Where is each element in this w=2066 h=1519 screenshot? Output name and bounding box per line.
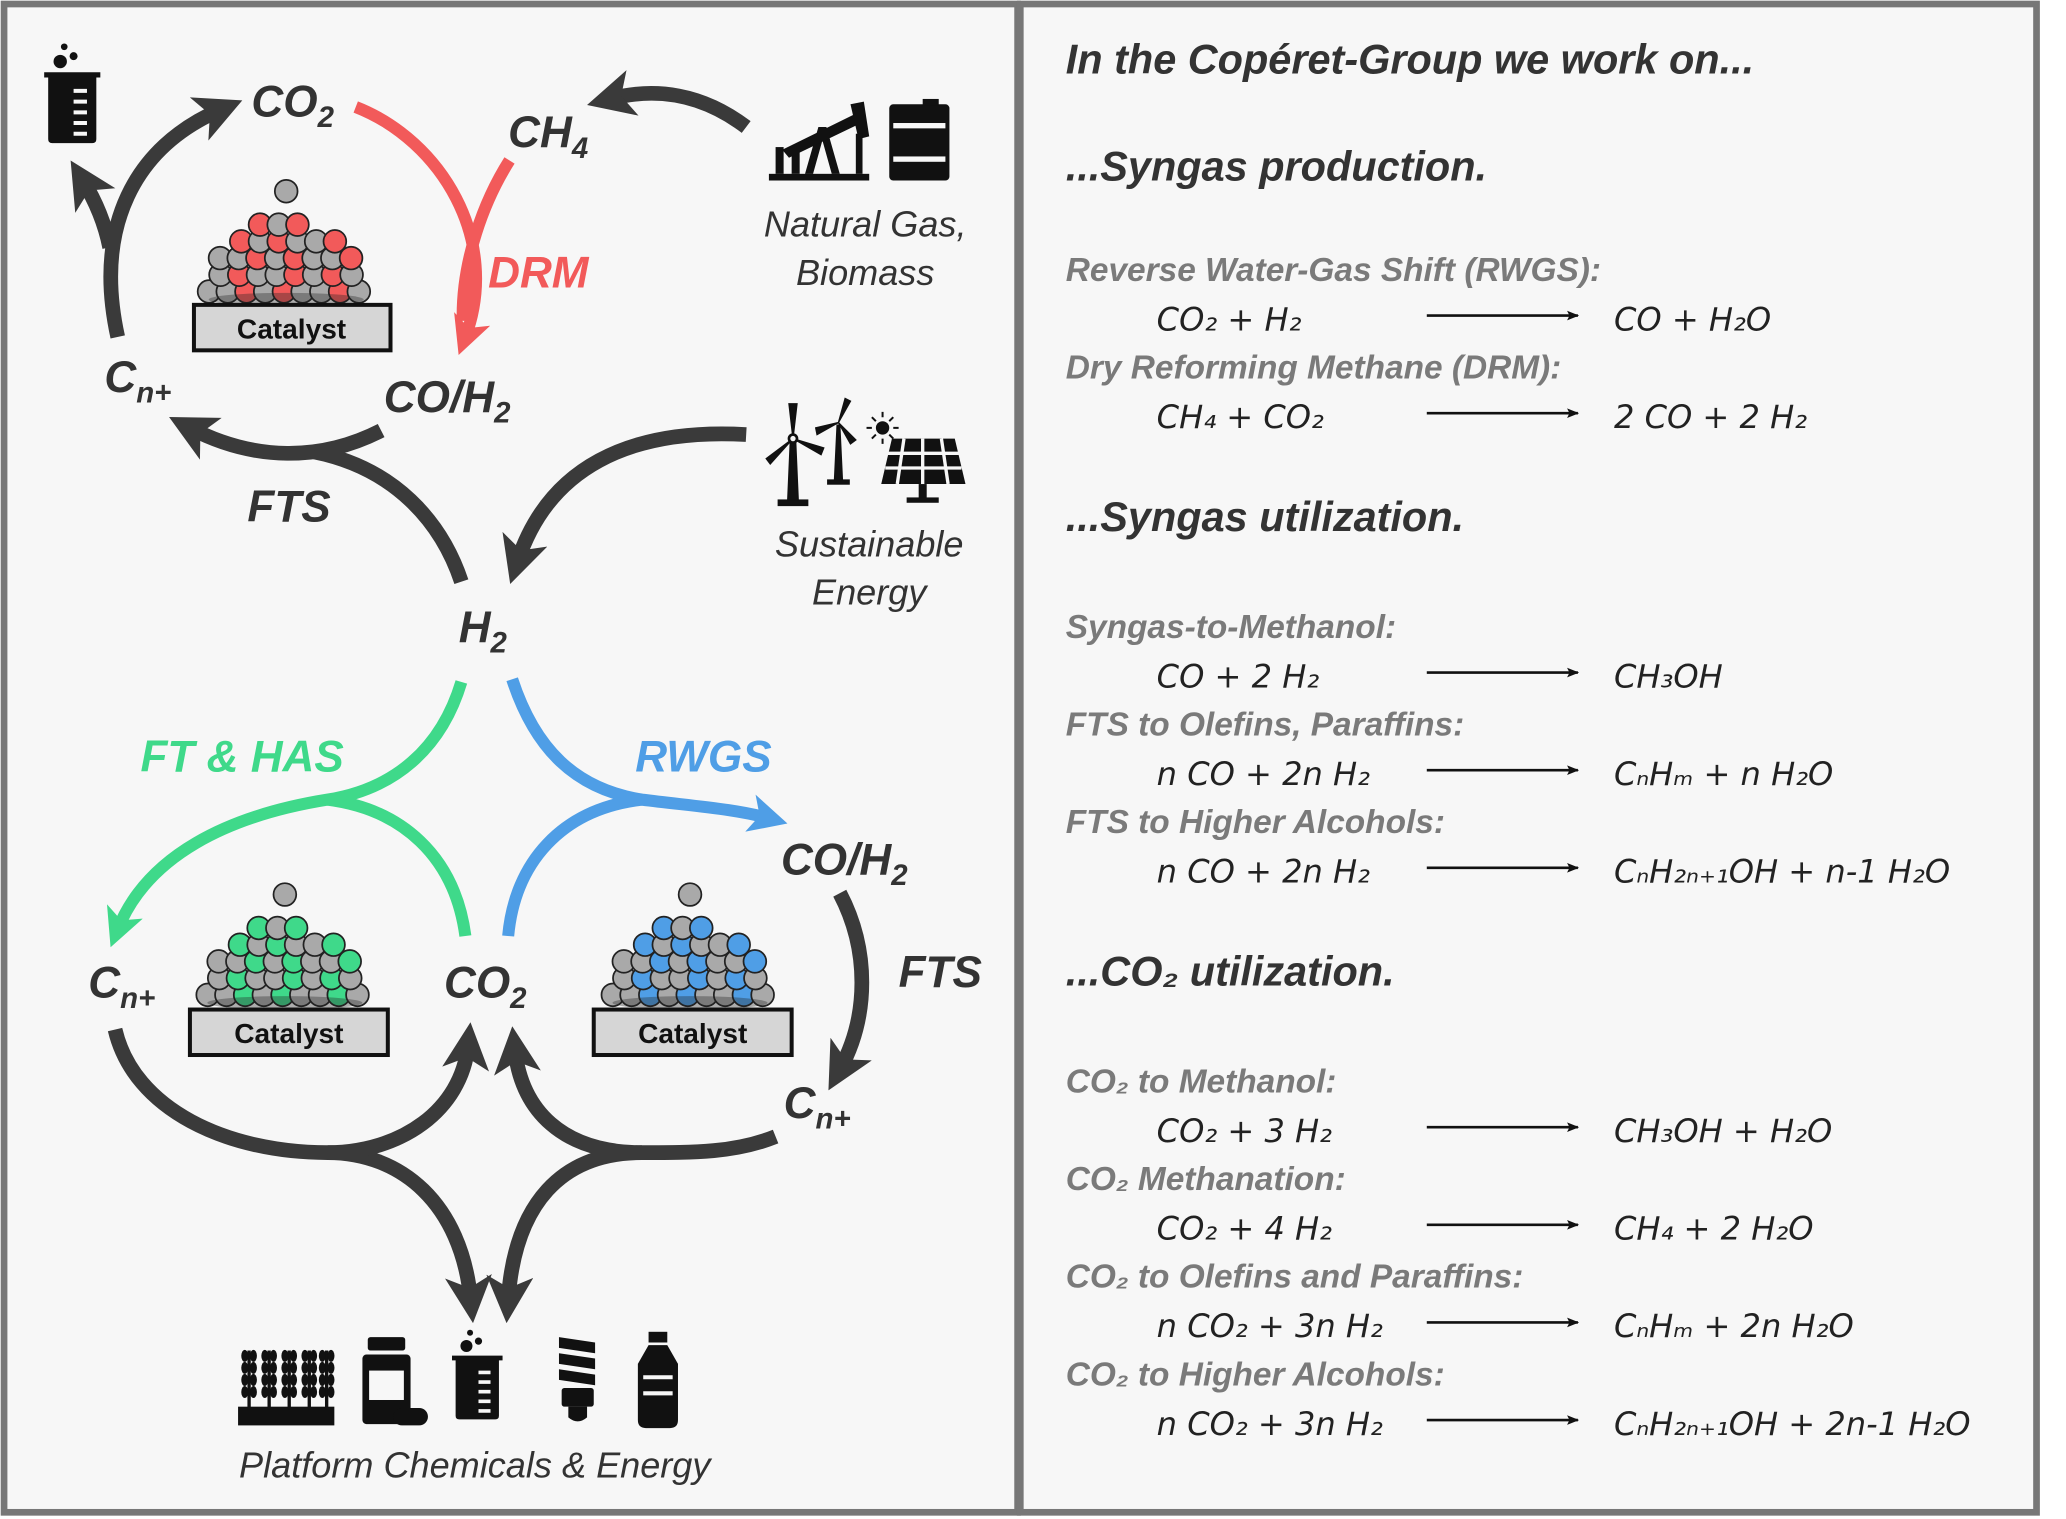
oil-pump-icon	[768, 101, 870, 181]
right-title: In the Copéret-Group we work on...	[1066, 36, 1754, 83]
reaction-products: CH₄ + 2 H₂O	[1614, 1210, 1814, 1248]
biomass-label: Biomass	[796, 252, 934, 293]
cn-left-to-co2-arrow	[327, 1022, 490, 1160]
reaction-reactants: n CO₂ + 3n H₂	[1157, 1405, 1383, 1443]
catalyst-label-blue: Catalyst	[638, 1018, 747, 1049]
co2-label: CO2	[251, 77, 334, 134]
product-arrow	[70, 160, 117, 249]
reaction-name: CO₂ to Olefins and Paraffins:	[1066, 1259, 1524, 1296]
light-bulb-icon	[558, 1337, 596, 1422]
bottom-cycle: FT & HAS RWGS CO/H2 FTS Cn+ Cn+ CO2 Cata…	[88, 677, 982, 1324]
ft-has-arrow	[107, 680, 468, 948]
fts-arrow-top	[169, 417, 385, 461]
reaction-products: CₙH₂ₙ₊₁OH + 2n-1 H₂O	[1614, 1405, 1971, 1443]
natural-gas-label: Natural Gas,	[764, 204, 967, 245]
reaction-reactants: n CO₂ + 3n H₂	[1157, 1307, 1383, 1345]
sources: Natural Gas, Biomass Sustainable Energy	[764, 98, 967, 612]
ch4-label: CH4	[508, 108, 588, 165]
product-icons	[238, 1329, 678, 1429]
reaction-products: CO + H₂O	[1614, 300, 1771, 338]
energy-label: Energy	[812, 571, 928, 612]
section-heading: ...CO₂ utilization.	[1066, 947, 1395, 994]
fts-arrow-bottom	[828, 889, 872, 1091]
reaction-reactants: CO₂ + H₂	[1157, 300, 1302, 338]
fts-label-top: FTS	[247, 482, 330, 531]
reaction-reactants: n CO + 2n H₂	[1157, 853, 1371, 891]
pill-bottle-icon	[362, 1337, 428, 1426]
beaker-icon	[44, 43, 101, 144]
top-cycle: CO2 CH4 DRM CO/H2 Cn+ FTS Catalyst	[70, 70, 751, 585]
section-heading: ...Syngas utilization.	[1066, 493, 1464, 540]
sustainable-energy-arrow	[502, 426, 747, 584]
coh2-label-top: CO/H2	[384, 373, 511, 430]
cn-right-to-co2-arrow	[494, 1026, 642, 1160]
reaction-list: In the Copéret-Group we work on... ...Sy…	[1066, 36, 1971, 1443]
cn-label-top: Cn+	[104, 353, 171, 410]
reaction-name: FTS to Higher Alcohols:	[1066, 804, 1445, 841]
drm-label: DRM	[488, 248, 590, 297]
reaction-products: CH₃OH + H₂O	[1614, 1112, 1832, 1150]
cn-left-to-products-arrow	[107, 1027, 492, 1324]
reaction-products: 2 CO + 2 H₂	[1614, 398, 1807, 436]
catalyst-particle-blue	[600, 882, 775, 1010]
wheat-icon	[238, 1349, 335, 1426]
beaker-icon	[452, 1329, 503, 1420]
coh2-label-bottom: CO/H2	[781, 835, 908, 892]
drm-arrow	[353, 101, 491, 355]
reaction-name: Dry Reforming Methane (DRM):	[1066, 349, 1562, 386]
co2-to-ft-has-arrow	[326, 793, 472, 937]
reaction-products: CₙH₂ₙ₊₁OH + n-1 H₂O	[1614, 853, 1950, 891]
cn-to-co2-arrow	[103, 97, 243, 339]
reaction-reactants: CO₂ + 4 H₂	[1157, 1210, 1333, 1248]
catalyst-box-top	[191, 302, 393, 353]
h2-to-fts-arrow	[312, 444, 469, 585]
wind-turbine-icon	[765, 397, 857, 507]
catalyst-box-blue	[591, 1007, 794, 1058]
section-heading: ...Syngas production.	[1066, 143, 1487, 190]
ch4-to-drm-arrow	[456, 157, 515, 322]
reaction-name: Syngas-to-Methanol:	[1066, 609, 1396, 646]
solar-panel-icon	[866, 411, 966, 503]
reaction-name: FTS to Olefins, Paraffins:	[1066, 706, 1464, 743]
platform-chemicals-label: Platform Chemicals & Energy	[239, 1445, 712, 1486]
sustainable-label: Sustainable	[775, 523, 964, 564]
reaction-products: CₙHₘ + 2n H₂O	[1614, 1307, 1854, 1345]
reaction-reactants: CH₄ + CO₂	[1157, 398, 1324, 436]
bottle-icon	[637, 1331, 678, 1429]
oil-barrel-icon	[889, 98, 950, 181]
cn-label-right: Cn+	[784, 1079, 851, 1136]
catalyst-box-green	[187, 1007, 390, 1058]
catalyst-particle-green	[195, 882, 370, 1010]
natural-gas-arrow	[587, 70, 751, 133]
reaction-name: CO₂ Methanation:	[1066, 1161, 1346, 1198]
reaction-products: CₙHₘ + n H₂O	[1614, 755, 1833, 793]
reaction-name: CO₂ to Higher Alcohols:	[1066, 1356, 1445, 1393]
catalyst-label-green: Catalyst	[234, 1018, 343, 1049]
catalyst-label-top: Catalyst	[237, 313, 346, 344]
ft-has-label: FT & HAS	[140, 733, 343, 782]
fts-label-bottom: FTS	[899, 948, 982, 997]
cn-label-left: Cn+	[88, 959, 155, 1016]
reaction-reactants: CO + 2 H₂	[1157, 657, 1320, 695]
reaction-name: CO₂ to Methanol:	[1066, 1063, 1337, 1100]
right-panel	[1016, 0, 2040, 1516]
reaction-name: Reverse Water-Gas Shift (RWGS):	[1066, 252, 1601, 289]
co2-to-rwgs-arrow	[502, 793, 643, 937]
catalyst-particle-red	[196, 178, 372, 307]
rwgs-label: RWGS	[635, 733, 771, 782]
reaction-reactants: CO₂ + 3 H₂	[1157, 1112, 1333, 1150]
h2-label: H2	[459, 603, 508, 660]
co2-label-bottom: CO2	[444, 959, 527, 1016]
reaction-reactants: n CO + 2n H₂	[1157, 755, 1371, 793]
reaction-products: CH₃OH	[1614, 657, 1723, 695]
